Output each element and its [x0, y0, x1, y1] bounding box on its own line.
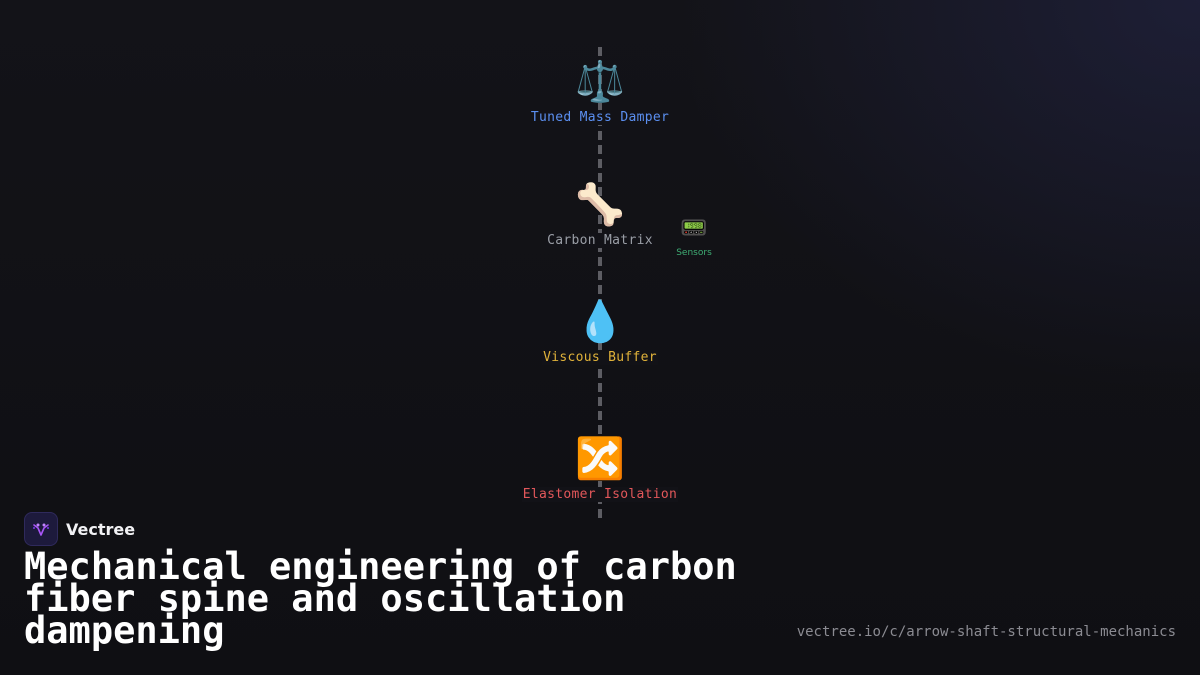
- page-title: Mechanical engineering of carbon fiber s…: [24, 545, 737, 652]
- bone-icon: 🦴: [575, 182, 625, 228]
- sensor-label: Sensors: [676, 248, 712, 258]
- node-tuned-mass-damper: ⚖️ Tuned Mass Damper: [450, 58, 750, 125]
- shuffle-icon: 🔀: [575, 436, 625, 482]
- node-label: Tuned Mass Damper: [529, 110, 671, 125]
- page-url[interactable]: vectree.io/c/arrow-shaft-structural-mech…: [796, 624, 1176, 640]
- brand-name: Vectree: [66, 519, 136, 539]
- node-label: Carbon Matrix: [546, 233, 654, 248]
- pager-icon: 📟: [680, 216, 708, 241]
- node-label: Viscous Buffer: [542, 350, 658, 365]
- node-label: Elastomer Isolation: [521, 487, 679, 502]
- node-sensors: 📟 Sensors: [664, 214, 724, 258]
- node-elastomer-isolation: 🔀 Elastomer Isolation: [450, 435, 750, 502]
- node-carbon-matrix: 🦴 Carbon Matrix: [450, 181, 750, 248]
- node-viscous-buffer: 💧 Viscous Buffer: [450, 298, 750, 365]
- vectree-logo-icon: [24, 512, 58, 546]
- brand: Vectree: [24, 512, 135, 546]
- droplet-icon: 💧: [575, 299, 625, 345]
- spine-dashed-line: [598, 47, 602, 518]
- balance-scale-icon: ⚖️: [575, 59, 625, 105]
